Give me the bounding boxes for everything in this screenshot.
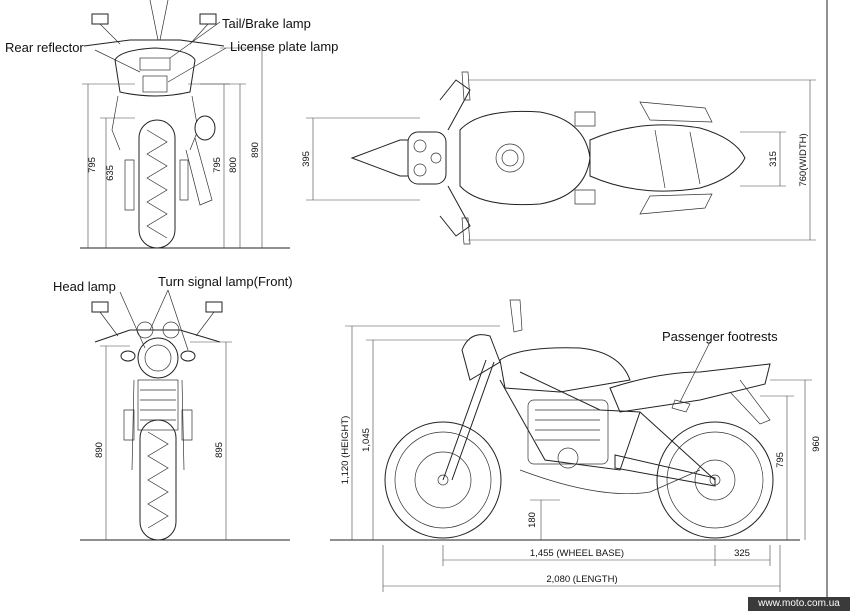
front-dim-890: 890 [94, 442, 105, 458]
rear-dim-795b: 795 [212, 157, 223, 173]
rear-tyre [138, 119, 176, 249]
rear-view: 795 635 795 800 890 Tail/Brake lamp Rear… [5, 0, 338, 249]
rear-muffler-end [194, 115, 216, 141]
side-engine [527, 399, 609, 465]
front-turn-signal-left [120, 350, 136, 362]
top-front-fender [350, 139, 411, 177]
top-instruments [407, 131, 447, 185]
front-headlamp [137, 337, 179, 379]
side-forks [442, 359, 495, 481]
side-rear-fender [729, 379, 771, 425]
label-license-plate-lamp: License plate lamp [230, 39, 338, 54]
top-dim-width: 760(WIDTH) [798, 133, 809, 186]
front-turn-signal-right [180, 350, 196, 362]
side-passenger-footrest [671, 399, 691, 413]
label-head-lamp: Head lamp [53, 279, 116, 294]
front-mirror-right [205, 301, 223, 313]
rear-footpegs [124, 159, 189, 211]
label-turn-signal-front: Turn signal lamp(Front) [158, 274, 293, 289]
side-dim-325: 325 [734, 548, 750, 559]
front-view: 890 895 Head lamp Turn signal lamp(Front… [53, 274, 293, 541]
side-headlamp [461, 334, 501, 381]
rear-handlebar [83, 39, 225, 47]
side-dim-960: 960 [811, 436, 822, 452]
rear-tyre-tread [146, 129, 168, 239]
side-seat-tail [609, 363, 771, 413]
top-fuel-cap [495, 143, 525, 173]
top-dim-315: 315 [768, 151, 779, 167]
rear-frame [111, 95, 199, 151]
top-bar-ends [461, 71, 471, 245]
side-dim-180: 180 [527, 512, 538, 528]
side-mirror [509, 299, 523, 333]
rear-dim-890: 890 [250, 142, 261, 158]
front-engine [137, 379, 179, 431]
top-seat [589, 124, 746, 192]
front-handlebar [94, 329, 221, 343]
label-rear-reflector: Rear reflector [5, 40, 84, 55]
rear-mirror-stems [99, 23, 209, 45]
side-dim-wheelbase: 1,455 (WHEEL BASE) [530, 548, 624, 559]
side-dim-length: 2,080 (LENGTH) [546, 574, 617, 585]
rear-plate-lamp [142, 75, 168, 93]
label-tail-brake-lamp: Tail/Brake lamp [222, 16, 311, 31]
front-tyre [139, 419, 177, 541]
top-view: 395 315 760(WIDTH) [301, 71, 816, 245]
top-mufflers [639, 101, 713, 215]
side-rear-wheel [656, 421, 774, 539]
side-dim-height: 1,120 (HEIGHT) [340, 416, 351, 485]
rear-muffler-body [185, 137, 213, 206]
side-front-disc [414, 451, 472, 509]
label-passenger-footrests: Passenger footrests [662, 329, 778, 344]
front-tyre-tread [147, 431, 169, 529]
rear-dim-635: 635 [105, 165, 116, 181]
top-fuel-tank [459, 110, 591, 206]
front-forks [131, 379, 185, 471]
front-dim-895: 895 [214, 442, 225, 458]
rear-mirror-left [91, 13, 109, 25]
watermark: www.moto.com.ua [748, 597, 850, 611]
top-dim-395: 395 [301, 151, 312, 167]
side-front-wheel [384, 421, 502, 539]
side-swingarm [614, 454, 716, 487]
rear-dim-795: 795 [87, 157, 98, 173]
top-footrests [574, 111, 596, 205]
side-fuel-tank [499, 347, 631, 393]
side-frame [499, 371, 716, 481]
side-view: 1,120 (HEIGHT) 1,045 960 795 180 1,455 (… [330, 299, 822, 592]
front-mirror-left [91, 301, 109, 313]
rear-mirror-right [199, 13, 217, 25]
top-seat-seams [654, 129, 701, 189]
rear-tail-cowl [114, 47, 196, 97]
side-dim-795: 795 [775, 452, 786, 468]
side-dim-1045: 1,045 [361, 428, 372, 452]
side-exhaust [519, 469, 701, 494]
rear-dim-800: 800 [228, 157, 239, 173]
rear-tail-lamp [139, 57, 171, 71]
